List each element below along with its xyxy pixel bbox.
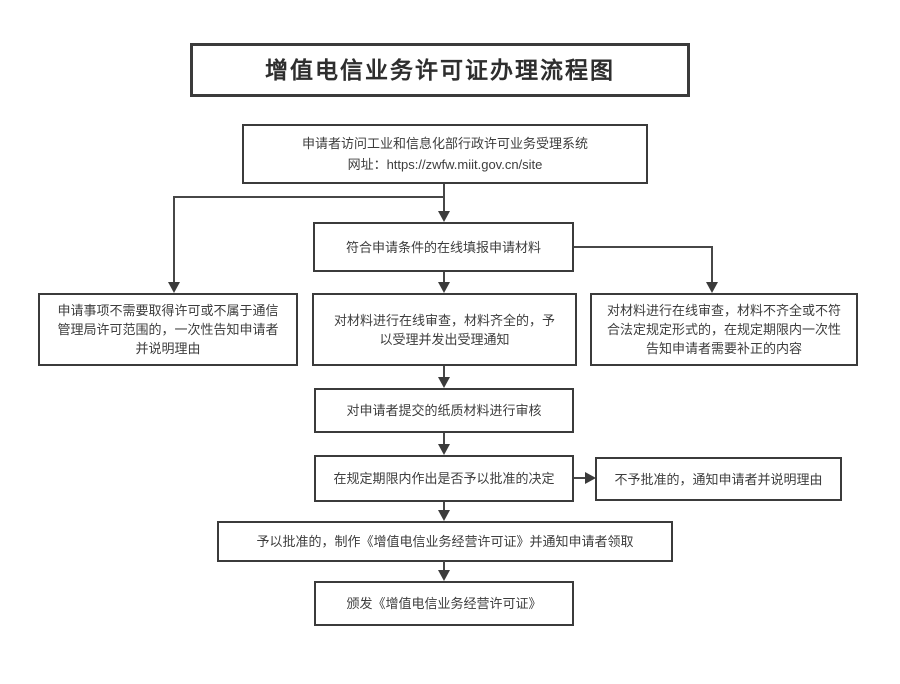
node-paper-review: 对申请者提交的纸质材料进行审核 [314, 388, 574, 433]
connector-decision-to-reject-line [574, 477, 586, 479]
arrowhead-into-paper-review [438, 377, 450, 388]
flowchart-title: 增值电信业务许可证办理流程图 [190, 43, 690, 97]
arrowhead-into-online-fill [438, 211, 450, 222]
node-not-in-scope: 申请事项不需要取得许可或不属于通信管理局许可范围的，一次性告知申请者并说明理由 [38, 293, 298, 366]
node-not-approved: 不予批准的，通知申请者并说明理由 [595, 457, 842, 501]
connector-decision-to-approved-line [443, 502, 445, 511]
connector-paper-to-decision-line [443, 433, 445, 445]
connector-branch-left-horizontal [173, 196, 445, 198]
connector-branch-right-horizontal [574, 246, 713, 248]
arrowhead-into-supplement-notice [706, 282, 718, 293]
connector-branch-left-vertical [173, 196, 175, 283]
connector-branch-right-vertical [711, 246, 713, 283]
node-accept-notice: 对材料进行在线审查，材料齐全的，予以受理并发出受理通知 [312, 293, 577, 366]
node-access-system: 申请者访问工业和信息化部行政许可业务受理系统 网址：https://zwfw.m… [242, 124, 648, 184]
arrowhead-into-not-in-scope [168, 282, 180, 293]
connector-approved-to-issue-line [443, 561, 445, 571]
node-decision: 在规定期限内作出是否予以批准的决定 [314, 455, 574, 502]
arrowhead-into-issue-license [438, 570, 450, 581]
connector-access-to-fill-line [443, 184, 445, 212]
connector-fill-to-accept-line [443, 272, 445, 283]
arrowhead-into-accept-notice [438, 282, 450, 293]
node-supplement-notice: 对材料进行在线审查，材料不齐全或不符合法定规定形式的，在规定期限内一次性告知申请… [590, 293, 858, 366]
connector-accept-to-paper-line [443, 366, 445, 378]
arrowhead-into-not-approved [585, 472, 596, 484]
node-online-fill: 符合申请条件的在线填报申请材料 [313, 222, 574, 272]
arrowhead-into-approved [438, 510, 450, 521]
arrowhead-into-decision [438, 444, 450, 455]
node-approved: 予以批准的，制作《增值电信业务经营许可证》并通知申请者领取 [217, 521, 673, 562]
node-issue-license: 颁发《增值电信业务经营许可证》 [314, 581, 574, 626]
